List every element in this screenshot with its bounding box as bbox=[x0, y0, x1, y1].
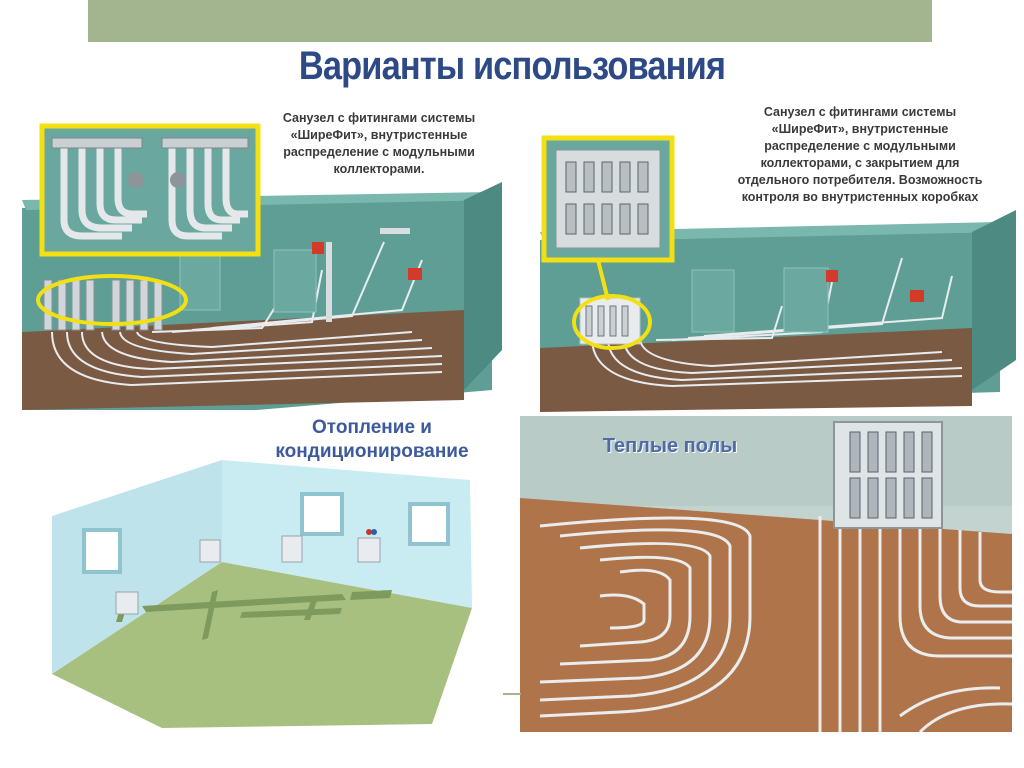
label-floor-heating: Теплые полы bbox=[602, 435, 738, 457]
panel-heating: Отопление и кондиционирование bbox=[12, 412, 504, 732]
panel-bathroom-manifold: Санузел с фитингами системы «ШиреФит», в… bbox=[12, 100, 502, 410]
label-heating: Отопление и кондиционирование bbox=[275, 417, 469, 462]
panel-bathroom-boxes: Санузел с фитингами системы «ШиреФит», в… bbox=[522, 100, 1016, 412]
slide-title: Варианты использования bbox=[298, 44, 726, 88]
caption-bathroom-boxes: Санузел с фитингами системы «ШиреФит», в… bbox=[737, 105, 983, 204]
caption-bathroom-manifold: Санузел с фитингами системы «ШиреФит», в… bbox=[282, 111, 476, 176]
floor-heating-illustration bbox=[520, 416, 1012, 732]
panel-floor-heating: Теплые полы bbox=[520, 416, 1012, 732]
top-band bbox=[88, 0, 932, 42]
decorative-divider bbox=[503, 693, 521, 695]
bathroom-manifold-illustration bbox=[12, 100, 502, 410]
bathroom-boxes-illustration bbox=[522, 100, 1016, 412]
heating-illustration bbox=[12, 412, 504, 732]
